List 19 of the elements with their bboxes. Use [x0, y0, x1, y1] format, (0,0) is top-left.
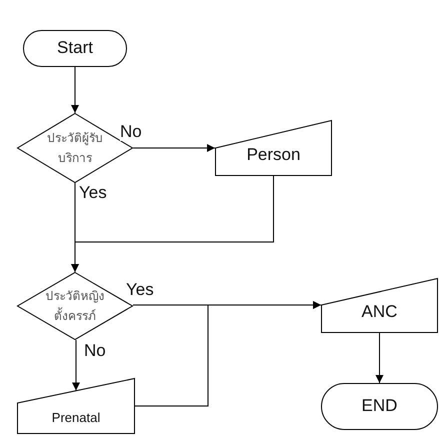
- connector-arrow: [71, 66, 79, 114]
- connector-arrow: [134, 301, 322, 406]
- manual-input-box: [17, 378, 135, 434]
- box-text: Person: [246, 145, 302, 165]
- edge-label: No: [120, 123, 142, 141]
- connector-arrow: [72, 340, 80, 391]
- connector-arrow: [132, 144, 216, 152]
- box-text: Prenatal: [50, 409, 102, 427]
- box-text: ANC: [360, 302, 398, 322]
- start-terminator: [23, 30, 127, 67]
- manual-input-box: [321, 278, 438, 333]
- decision-text: ประวัติผู้รับบริการ: [46, 130, 104, 167]
- connector-arrow: [71, 176, 274, 272]
- box-text: END: [360, 396, 398, 416]
- box-text: Start: [56, 38, 94, 58]
- manual-input-box: [215, 120, 332, 176]
- decision-text: ประวัติหญิงตั้งครรภ์: [45, 288, 105, 325]
- end-terminator: [321, 383, 438, 430]
- connector-arrow: [376, 332, 384, 384]
